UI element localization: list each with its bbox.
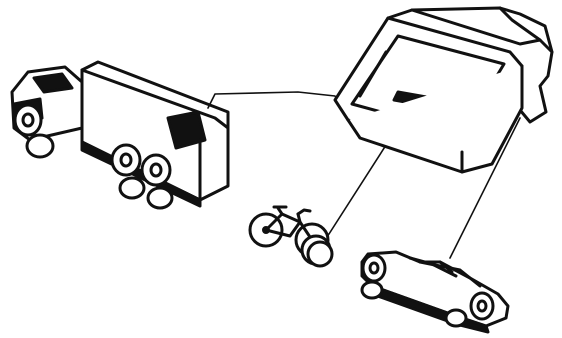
truck-icon xyxy=(12,62,228,208)
car-icon xyxy=(362,252,508,332)
messenger-bag-icon xyxy=(335,8,552,172)
bag-to-bicycle-line xyxy=(320,142,388,248)
bicycle-icon xyxy=(250,207,332,266)
